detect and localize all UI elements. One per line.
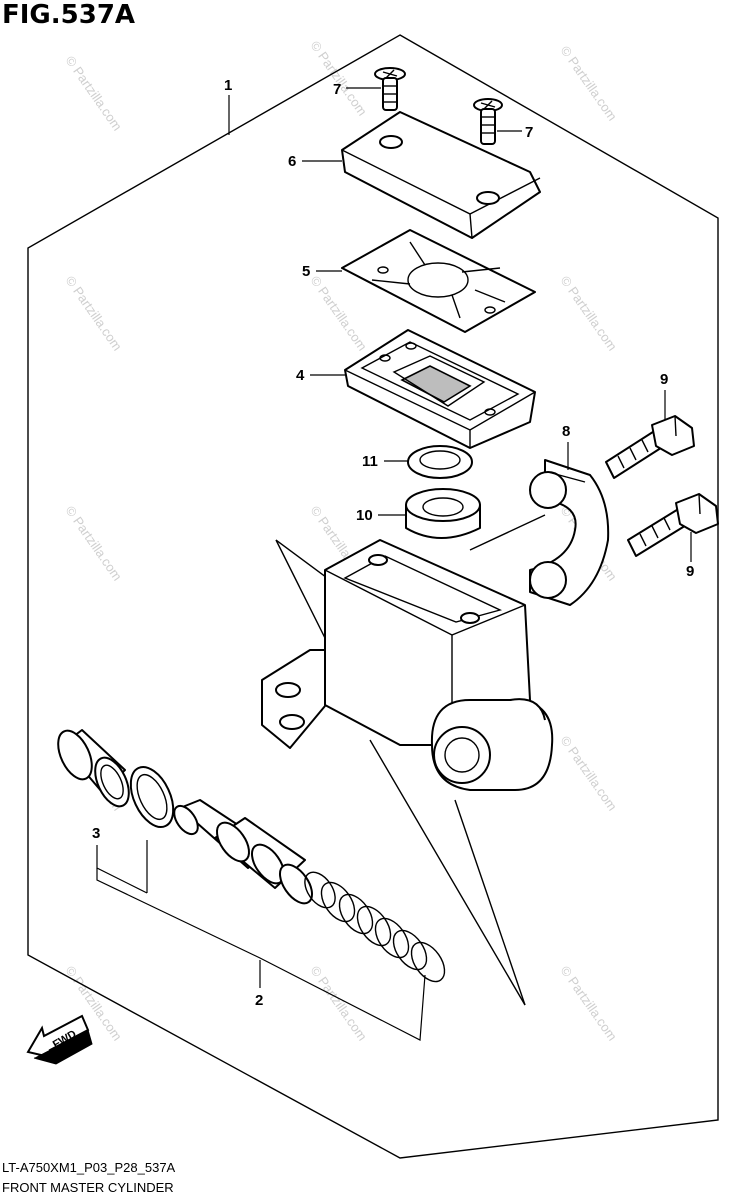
clamp-8 xyxy=(529,459,610,606)
figure-title: FIG.537A xyxy=(2,0,136,30)
screw-7-left xyxy=(374,67,406,111)
diaphragm-4 xyxy=(344,329,536,449)
watermark: © Partzilla.com xyxy=(558,273,621,353)
diagram-code: LT-A750XM1_P03_P28_537A xyxy=(2,1160,176,1175)
callout-4: 4 xyxy=(296,367,305,384)
callout-7-right: 7 xyxy=(525,124,533,141)
callout-9-lower: 9 xyxy=(686,563,694,580)
diagram-caption: FRONT MASTER CYLINDER xyxy=(2,1180,174,1195)
watermark: © Partzilla.com xyxy=(308,273,371,353)
watermark: © Partzilla.com xyxy=(308,38,371,118)
reservoir-cap-6 xyxy=(341,111,541,239)
callout-7-left: 7 xyxy=(333,81,341,98)
assembly-guide-line xyxy=(369,739,526,1006)
watermark: © Partzilla.com xyxy=(63,503,126,583)
watermark: © Partzilla.com xyxy=(558,43,621,123)
callout-2: 2 xyxy=(255,992,263,1009)
assembly-guide-line xyxy=(469,514,546,551)
callout-9-upper: 9 xyxy=(660,371,668,388)
assembly-guide-line xyxy=(454,799,526,1006)
assembly-outline xyxy=(27,34,719,1159)
fwd-arrow-icon: FWD xyxy=(26,1014,93,1065)
watermark: © Partzilla.com xyxy=(63,53,126,133)
diaphragm-plate-5 xyxy=(341,229,536,333)
leader-2-bracket xyxy=(96,868,426,1041)
assembly-guide-line xyxy=(275,539,331,581)
callout-5: 5 xyxy=(302,263,310,280)
bolt-9-upper xyxy=(605,415,695,479)
leader-3 xyxy=(96,845,148,894)
assembly-guide-line xyxy=(275,539,327,641)
cup-3 xyxy=(57,729,130,808)
callout-10: 10 xyxy=(356,507,373,524)
screw-7-right xyxy=(473,98,503,145)
callout-6: 6 xyxy=(288,153,296,170)
ring-11 xyxy=(407,445,473,479)
callout-3: 3 xyxy=(92,825,100,842)
watermark: © Partzilla.com xyxy=(558,733,621,813)
watermark: © Partzilla.com xyxy=(63,273,126,353)
circlip-3 xyxy=(129,766,175,828)
master-cylinder-body xyxy=(261,539,554,791)
callout-11: 11 xyxy=(362,453,378,470)
boot-10 xyxy=(405,488,481,539)
piston-spring-2 xyxy=(173,799,446,983)
watermark: © Partzilla.com xyxy=(558,963,621,1043)
callout-8: 8 xyxy=(562,423,570,440)
callout-1: 1 xyxy=(224,77,232,94)
bolt-9-lower xyxy=(627,493,719,557)
watermark: © Partzilla.com xyxy=(308,963,371,1043)
